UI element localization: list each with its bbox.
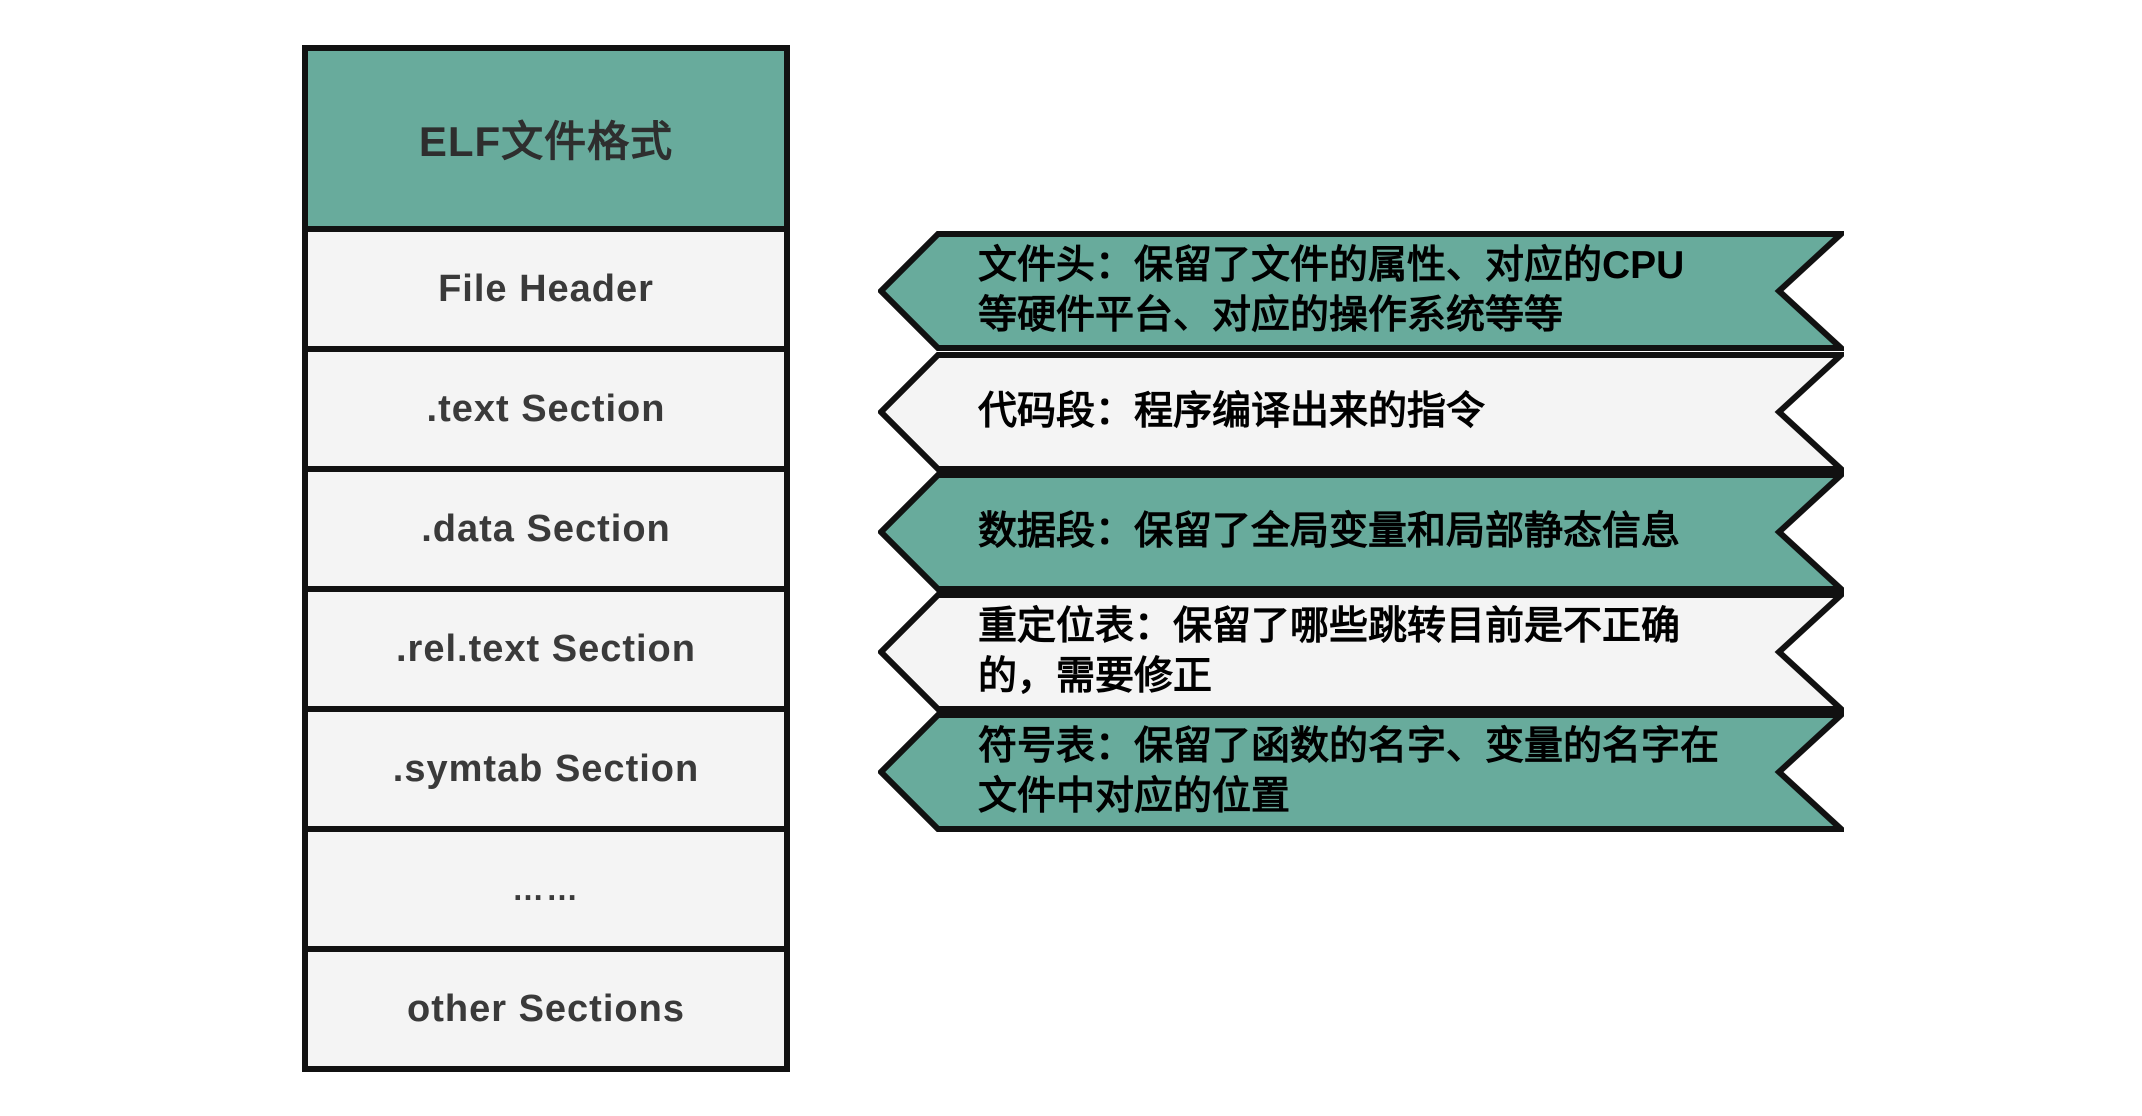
banner-data-section-text: 数据段：保留了全局变量和局部静态信息 <box>978 472 1769 592</box>
stack-row-other-sections: other Sections <box>302 946 790 1072</box>
stack-row-text-section: .text Section <box>302 346 790 472</box>
banner-line: 代码段：程序编译出来的指令 <box>978 390 1486 433</box>
stack-header-elf-format: ELF文件格式 <box>302 45 790 232</box>
ribbon-shape <box>878 472 1844 592</box>
banner-symtab-note: 符号表：保留了函数的名字、变量的名字在 文件中对应的位置 <box>878 712 1844 832</box>
banner-text-section-note: 代码段：程序编译出来的指令 <box>878 352 1844 472</box>
stack-row-ellipsis: …… <box>302 826 790 952</box>
ribbon-shape <box>878 231 1844 351</box>
banner-line: 文件头：保留了文件的属性、对应的CPU <box>978 244 1685 287</box>
banner-line: 的，需要修正 <box>978 655 1213 698</box>
ribbon-shape <box>878 712 1844 832</box>
banner-rel-text-text: 重定位表：保留了哪些跳转目前是不正确 的，需要修正 <box>978 592 1769 712</box>
banner-file-header-text: 文件头：保留了文件的属性、对应的CPU 等硬件平台、对应的操作系统等等 <box>978 231 1769 351</box>
ribbon-shape <box>878 352 1844 472</box>
banner-text-section-text: 代码段：程序编译出来的指令 <box>978 352 1769 472</box>
banner-symtab-text: 符号表：保留了函数的名字、变量的名字在 文件中对应的位置 <box>978 712 1769 832</box>
banner-data-section-note: 数据段：保留了全局变量和局部静态信息 <box>878 472 1844 592</box>
stack-row-data-section: .data Section <box>302 466 790 592</box>
stack-row-symtab-section: .symtab Section <box>302 706 790 832</box>
stack-row-file-header: File Header <box>302 226 790 352</box>
banner-line: 等硬件平台、对应的操作系统等等 <box>978 294 1564 337</box>
stack-row-rel-text-section: .rel.text Section <box>302 586 790 712</box>
elf-stack: ELF文件格式 File Header .text Section .data … <box>302 45 790 1072</box>
banner-line: 重定位表：保留了哪些跳转目前是不正确 <box>978 605 1681 648</box>
banner-line: 文件中对应的位置 <box>978 775 1291 818</box>
banner-line: 符号表：保留了函数的名字、变量的名字在 <box>978 725 1720 768</box>
banner-file-header-note: 文件头：保留了文件的属性、对应的CPU 等硬件平台、对应的操作系统等等 <box>878 231 1844 351</box>
ribbon-shape <box>878 592 1844 712</box>
banner-rel-text-note: 重定位表：保留了哪些跳转目前是不正确 的，需要修正 <box>878 592 1844 712</box>
banner-line: 数据段：保留了全局变量和局部静态信息 <box>978 510 1681 553</box>
